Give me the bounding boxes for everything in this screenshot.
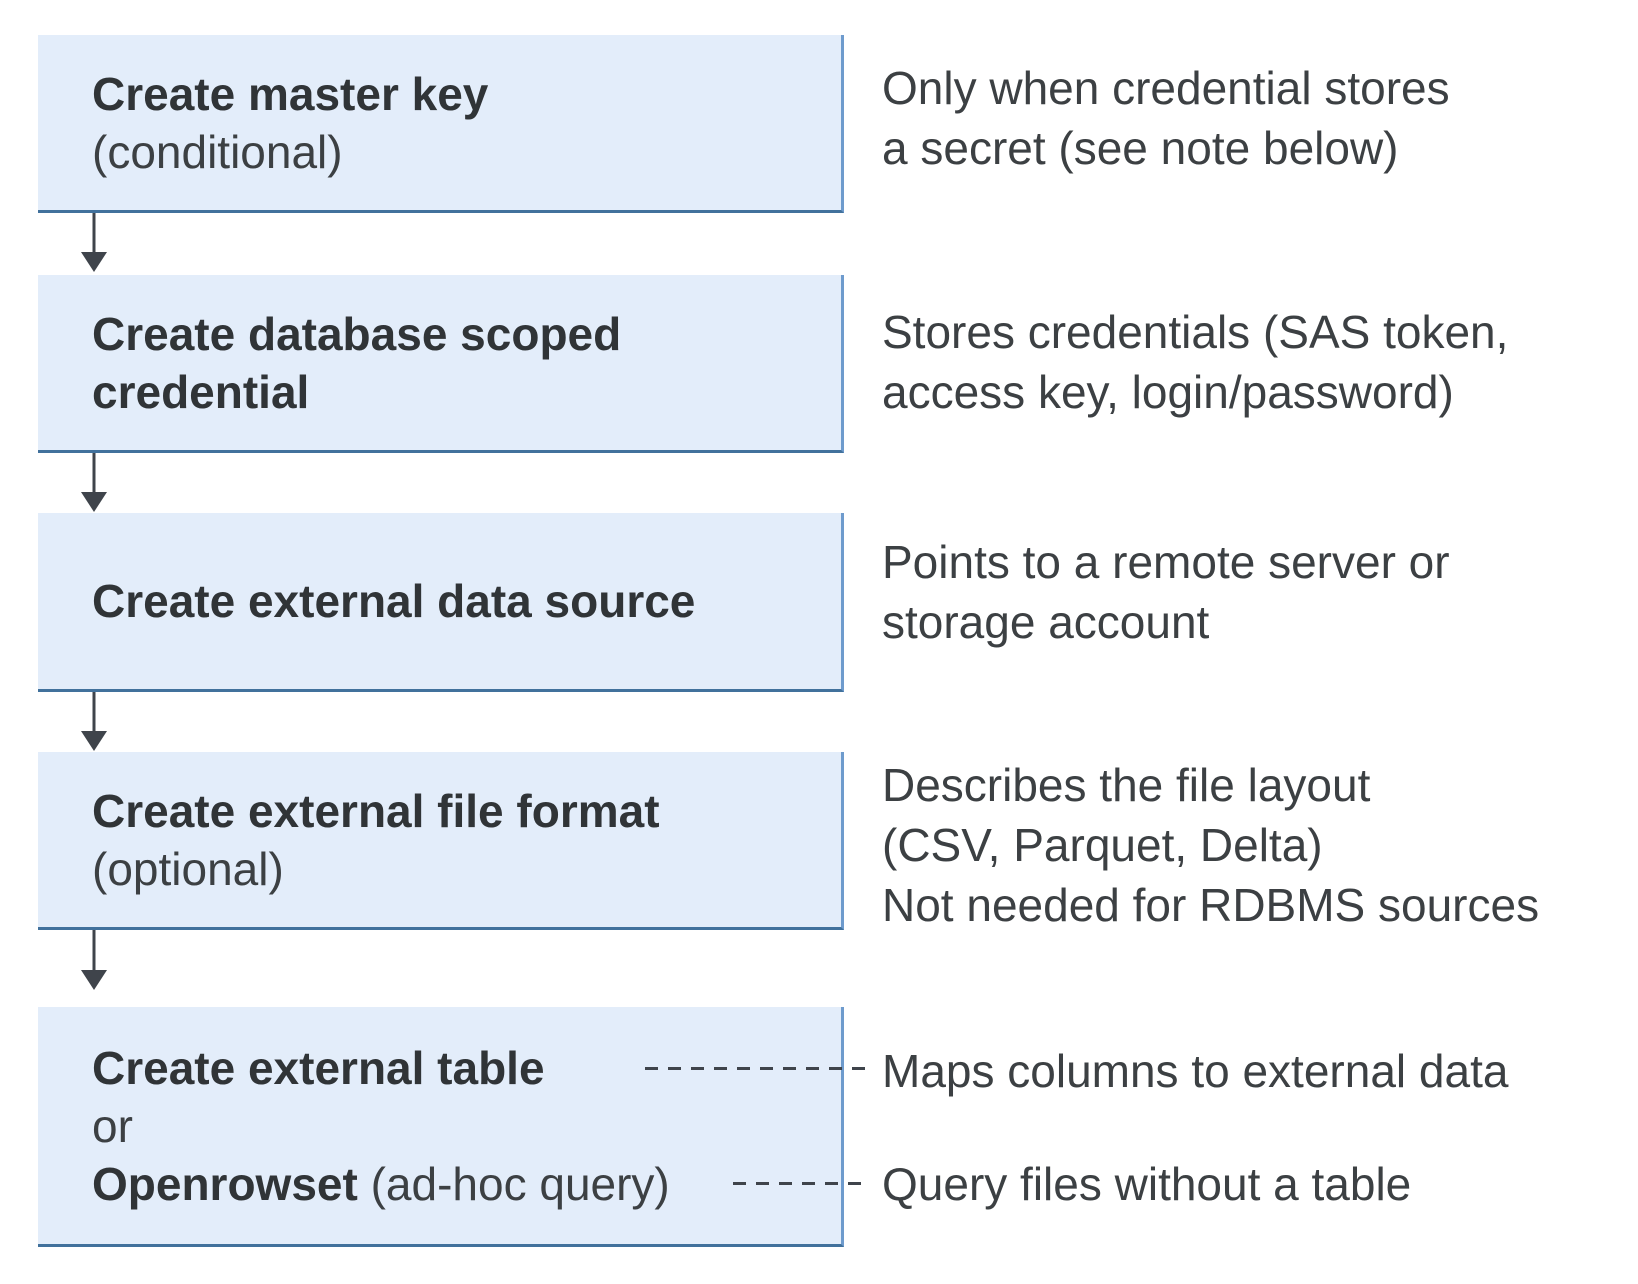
note-openrowset: Query files without a table [882, 1154, 1411, 1214]
step-title: Create master key [92, 67, 489, 120]
note-external-table: Maps columns to external data [882, 1041, 1508, 1101]
arrow-stem [92, 930, 96, 971]
note-line: Stores credentials (SAS token, [882, 306, 1509, 358]
note-external-file-format: Describes the file layout (CSV, Parquet,… [882, 755, 1539, 935]
arrow-head-icon [81, 731, 107, 751]
step-connector-word: or [92, 1099, 133, 1152]
note-external-data-source: Points to a remote server or storage acc… [882, 532, 1450, 652]
arrow-stem [92, 692, 96, 732]
flow-step-box-create-external-data-source: Create external data source [38, 513, 844, 692]
step-subtitle: (optional) [92, 842, 284, 895]
step-title: Create external table [92, 1041, 545, 1094]
flow-arrow-down-2 [80, 453, 108, 512]
step-alt-line: Openrowset (ad-hoc query) [92, 1155, 841, 1213]
step-title: Create external file format [92, 784, 660, 837]
arrow-stem [92, 453, 96, 493]
flow-step-box-create-external-table-or-openrowset: Create external table or Openrowset (ad-… [38, 1007, 844, 1247]
flow-arrow-down-4 [80, 930, 108, 990]
note-line: Describes the file layout [882, 759, 1371, 811]
step-title: Create database scoped [92, 307, 622, 360]
note-line: a secret (see note below) [882, 122, 1399, 174]
step-title: Create external data source [92, 575, 696, 627]
note-line: Query files without a table [882, 1158, 1412, 1210]
arrow-head-icon [81, 492, 107, 512]
flow-step-box-create-database-scoped-credential: Create database scoped credential [38, 275, 844, 453]
arrow-stem [92, 213, 96, 253]
step-alt-bold: Openrowset [92, 1157, 358, 1210]
arrow-head-icon [81, 252, 107, 272]
note-line: Not needed for RDBMS sources [882, 879, 1540, 931]
note-master-key: Only when credential stores a secret (se… [882, 58, 1450, 178]
dashed-connector-openrowset [733, 1182, 867, 1185]
note-line: Points to a remote server or [882, 536, 1450, 588]
flow-step-box-create-external-file-format: Create external file format (optional) [38, 752, 844, 930]
flow-arrow-down-3 [80, 692, 108, 751]
note-line: access key, login/password) [882, 366, 1454, 418]
dashed-connector-external-table [645, 1067, 867, 1070]
note-line: Maps columns to external data [882, 1045, 1509, 1097]
note-line: Only when credential stores [882, 62, 1450, 114]
step-title-line2: credential [92, 365, 310, 418]
note-line: (CSV, Parquet, Delta) [882, 819, 1323, 871]
flow-arrow-down-1 [80, 213, 108, 272]
step-subtitle: (conditional) [92, 125, 343, 178]
step-alt-rest: (ad-hoc query) [357, 1157, 670, 1210]
note-line: storage account [882, 596, 1210, 648]
note-database-scoped-credential: Stores credentials (SAS token, access ke… [882, 302, 1508, 422]
arrow-head-icon [81, 970, 107, 990]
flow-step-box-create-master-key: Create master key (conditional) [38, 35, 844, 213]
